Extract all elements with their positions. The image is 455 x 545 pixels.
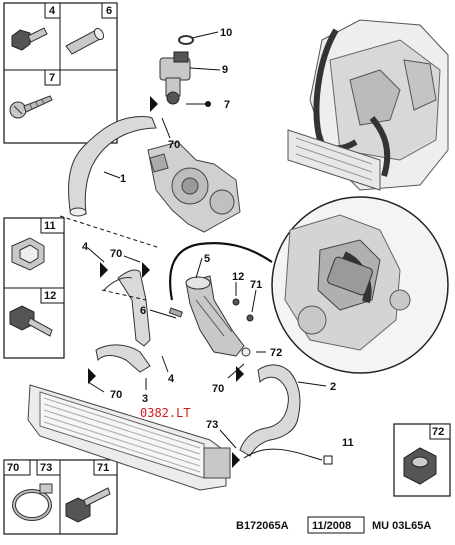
inset-box-label-6: 6 — [106, 5, 112, 17]
intercooler — [27, 384, 231, 491]
callout-4-lower: 4 — [168, 373, 175, 385]
callout-70-left: 70 — [110, 389, 122, 401]
callout-5: 5 — [204, 253, 210, 265]
callout-7: 7 — [224, 99, 230, 111]
inset-box-label-11: 11 — [44, 220, 56, 232]
callout-labels: 10 9 7 70 1 4 70 5 12 71 6 72 4 70 3 70 … — [82, 27, 354, 449]
callout-6: 6 — [140, 305, 146, 317]
callout-70-right: 70 — [212, 383, 224, 395]
inset-box-label-70: 70 — [7, 462, 19, 474]
callout-12: 12 — [232, 271, 244, 283]
footer-code: MU 03L65A — [372, 520, 431, 532]
callout-70-top: 70 — [168, 139, 180, 151]
callout-73: 73 — [206, 419, 218, 431]
turbocharger — [147, 141, 241, 233]
inset-box-label-7: 7 — [49, 72, 55, 84]
inset-panel-nut: 72 — [393, 423, 451, 497]
inset-box-label-12: 12 — [44, 290, 56, 302]
sleeve-icon — [65, 27, 105, 55]
fasteners — [168, 101, 333, 465]
air-duct-5 — [185, 275, 245, 357]
inset-box-label-73: 73 — [40, 462, 52, 474]
callout-9: 9 — [222, 64, 228, 76]
flange-screw-icon — [11, 27, 48, 51]
inset-panel-top: 4 6 7 — [3, 2, 118, 144]
callout-11: 11 — [342, 437, 354, 449]
engine-overview-image — [287, 19, 449, 191]
callout-70-mid: 70 — [110, 248, 122, 260]
intake-hose-2 — [239, 364, 301, 457]
turbo-detail-magnifier — [271, 196, 449, 374]
callout-4-upper: 4 — [82, 241, 89, 253]
inset-box-label-71: 71 — [97, 462, 109, 474]
clip-icon — [11, 237, 45, 271]
arrow-markers — [88, 96, 244, 468]
leader-lines — [59, 31, 327, 461]
callout-1: 1 — [120, 173, 126, 185]
inset-panel-bottom: 70 73 71 — [3, 459, 118, 535]
charge-air-pipe-3 — [95, 269, 151, 373]
footer-reference: B172065A — [236, 520, 289, 532]
solenoid-valve — [159, 35, 194, 105]
nut-icon — [403, 447, 437, 485]
hose-clamp-icon — [12, 483, 53, 521]
watermark-text: 0382.LT — [140, 406, 191, 420]
inset-box-label-4: 4 — [49, 5, 56, 17]
footer: B172065A 11/2008 MU 03L65A — [236, 516, 431, 534]
callout-71: 71 — [250, 279, 262, 291]
footer-date: 11/2008 — [312, 520, 351, 532]
callout-72: 72 — [270, 347, 282, 359]
inset-box-label-72: 72 — [432, 426, 444, 438]
callout-3: 3 — [142, 393, 148, 405]
self-tapping-screw-icon — [9, 95, 53, 119]
callout-10: 10 — [220, 27, 232, 39]
bolt-icon — [9, 305, 53, 337]
screw-icon — [65, 487, 111, 523]
callout-2: 2 — [330, 381, 336, 393]
intake-hose-1 — [68, 116, 157, 217]
inset-panel-middle: 11 12 — [3, 217, 65, 359]
